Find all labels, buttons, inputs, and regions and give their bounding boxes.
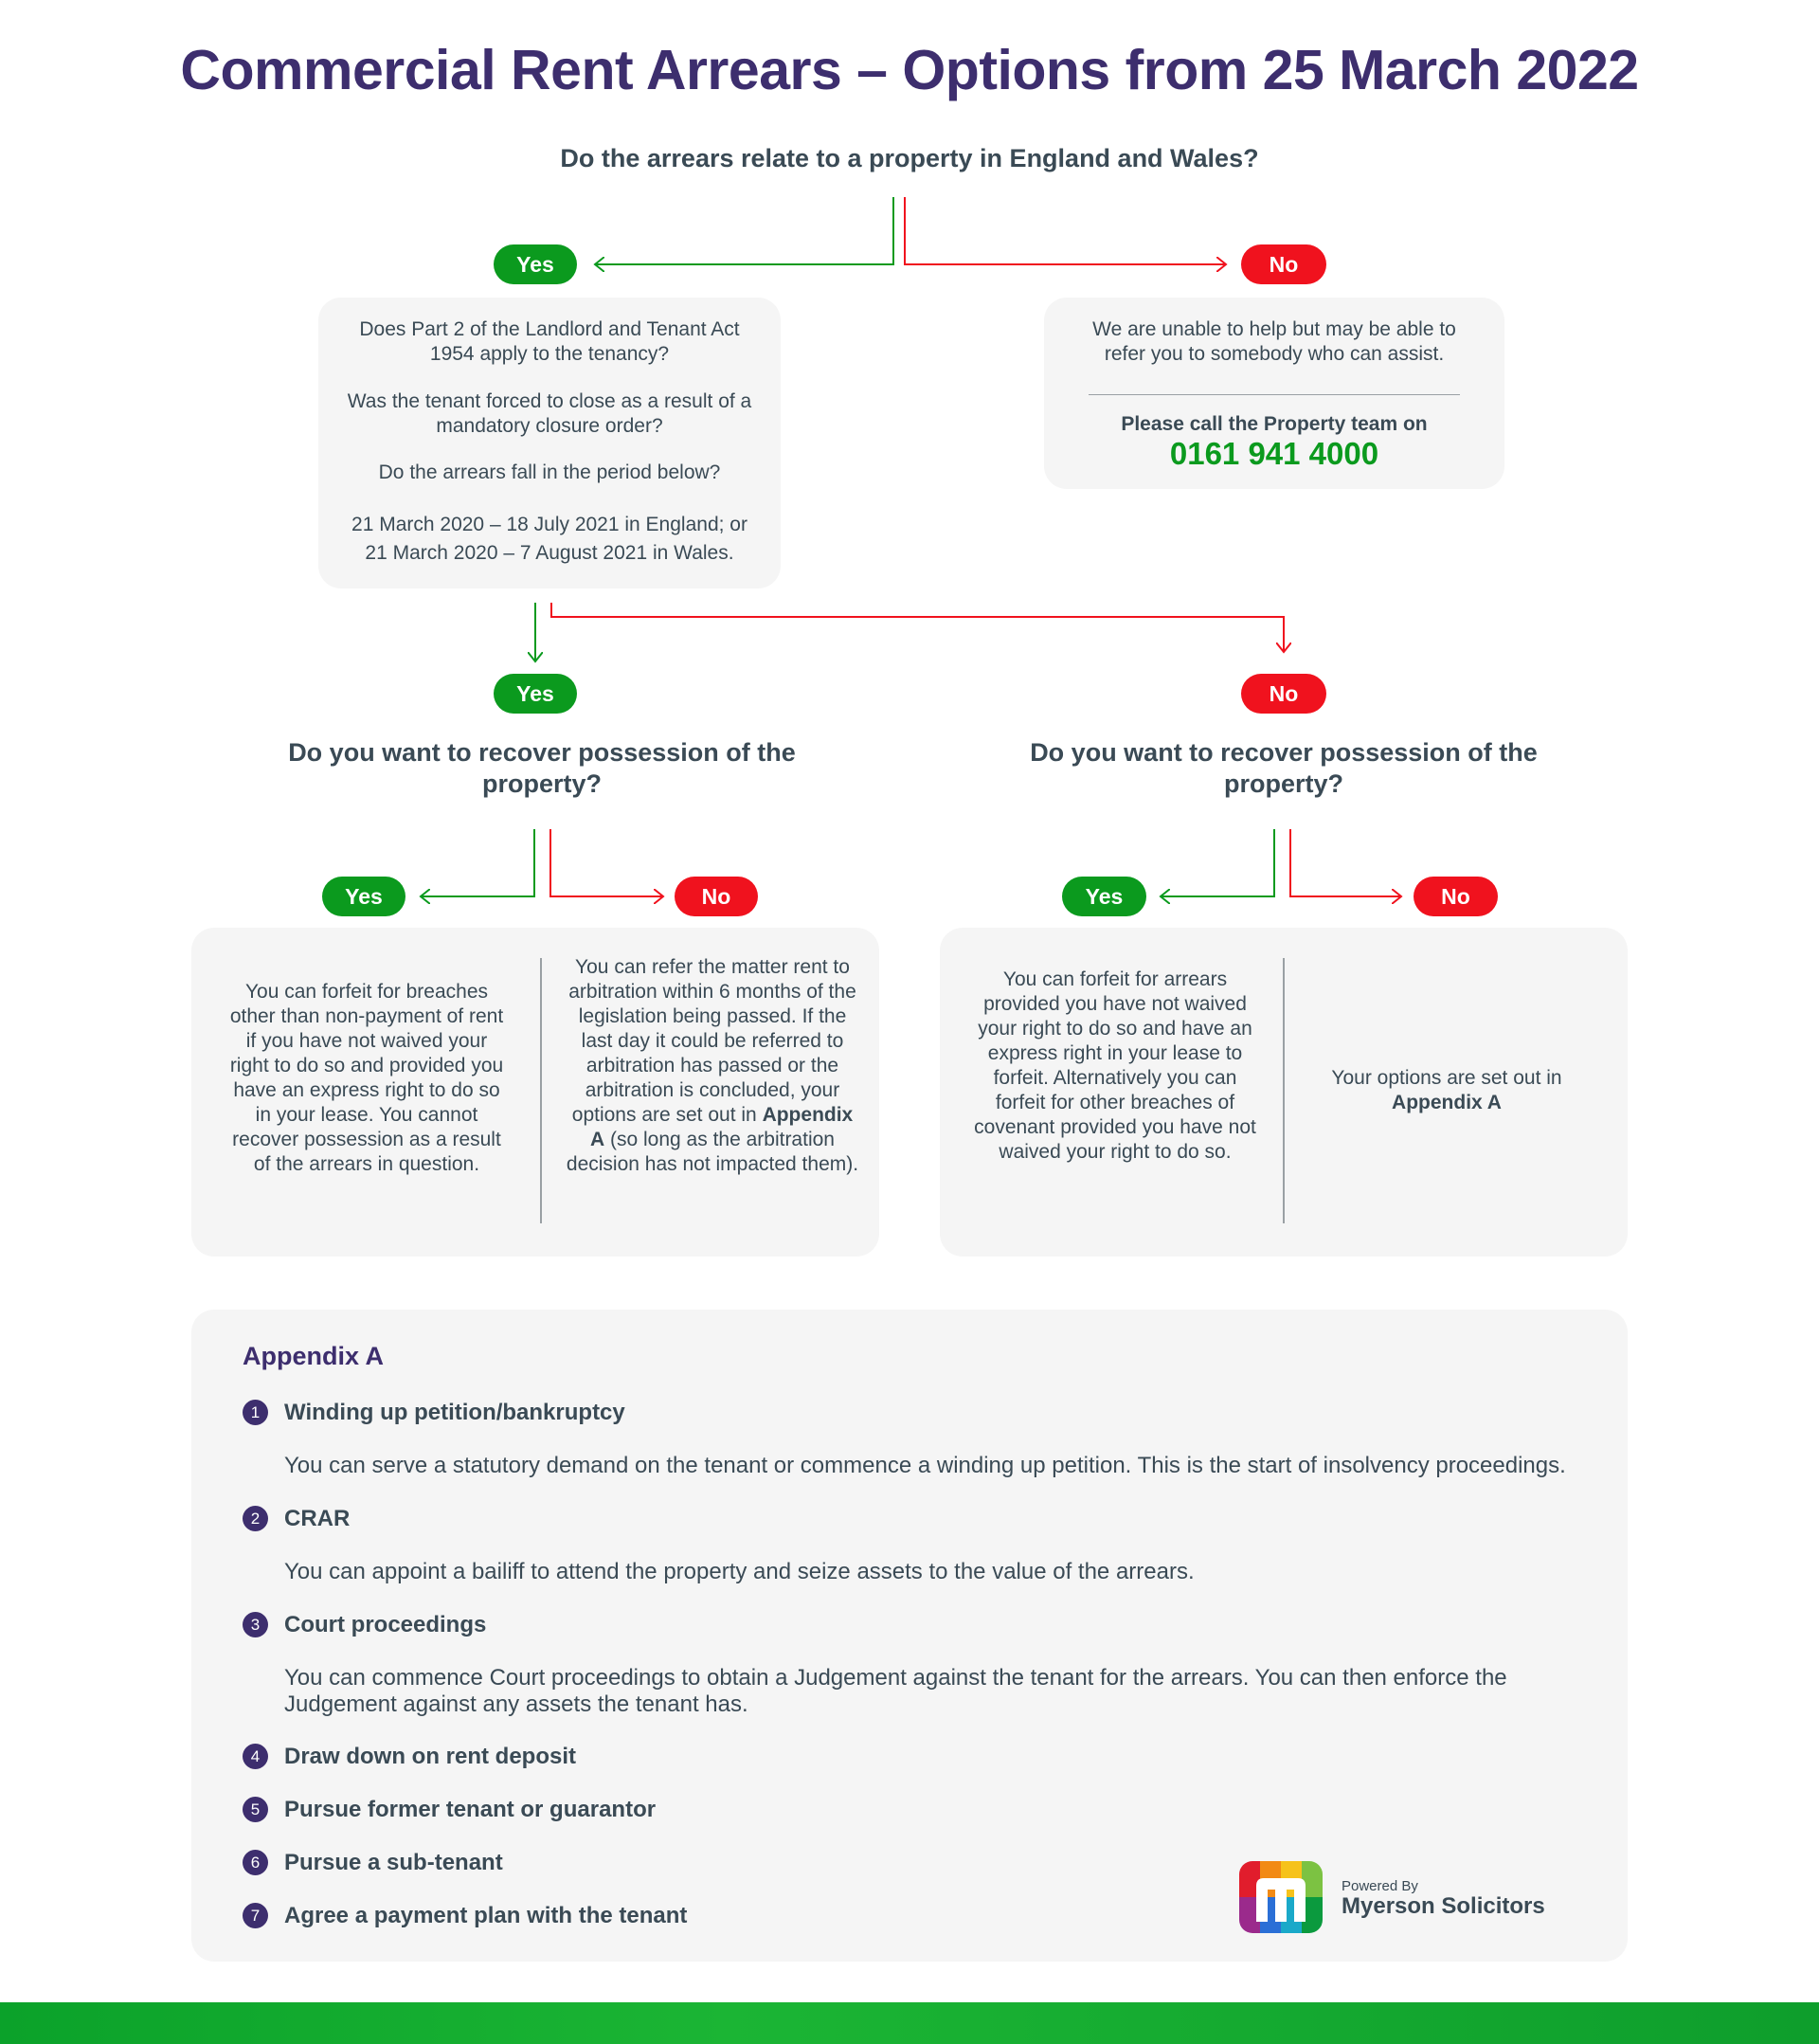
connector-right-yes <box>1161 829 1275 896</box>
box-outcomes-left: You can forfeit for breaches other than … <box>191 928 879 1257</box>
myerson-logo-icon <box>1239 1861 1323 1933</box>
outcome-left-no: You can refer the matter rent to arbitra… <box>566 955 859 1177</box>
call-property-team-text: Please call the Property team on <box>1121 413 1428 435</box>
question-possession-left: Do you want to recover possession of the… <box>288 738 796 798</box>
appendix-item-heading: CRAR <box>284 1506 351 1531</box>
connector-left-no <box>549 829 663 896</box>
appendix-title: Appendix A <box>243 1342 385 1370</box>
outcome-right-yes: You can forfeit for arrears provided you… <box>974 968 1256 1163</box>
appendix-a-reference: Appendix A <box>1392 1092 1502 1113</box>
pill-yes-part2: Yes <box>494 674 577 714</box>
appendix-item-heading: Pursue former tenant or guarantor <box>284 1797 657 1822</box>
box-part2-questions: Does Part 2 of the Landlord and Tenant A… <box>318 298 781 588</box>
appendix-item-heading: Pursue a sub-tenant <box>284 1850 503 1875</box>
part2-line3: Do the arrears fall in the period below? <box>378 461 721 483</box>
appendix-a-reference: Appendix A <box>590 1104 854 1150</box>
divider <box>1089 394 1460 395</box>
pill-yes-left-possession: Yes <box>322 877 405 916</box>
pill-yes-q1: Yes <box>494 244 577 284</box>
phone-number[interactable]: 0161 941 4000 <box>1169 436 1379 471</box>
connector-part2-no <box>550 603 1284 652</box>
pill-no-right-possession: No <box>1414 877 1498 916</box>
appendix-item-heading: Agree a payment plan with the tenant <box>284 1903 688 1928</box>
logo-company-name: Myerson Solicitors <box>1342 1893 1545 1919</box>
pill-no-q1: No <box>1241 244 1326 284</box>
appendix-item-number: 1 <box>243 1400 268 1425</box>
appendix-item-number: 3 <box>243 1612 268 1637</box>
appendix-item-number: 6 <box>243 1850 268 1875</box>
outcome-right-no: Your options are set out in Appendix A <box>1300 1066 1594 1115</box>
appendix-item-heading: Draw down on rent deposit <box>284 1744 577 1769</box>
appendix-item-body: You can serve a statutory demand on the … <box>284 1453 1566 1478</box>
divider <box>540 958 542 1223</box>
unable-to-help-text: We are unable to help but may be able to… <box>1092 318 1456 365</box>
part2-line1: Does Part 2 of the Landlord and Tenant A… <box>359 318 740 365</box>
outcome-right-no-text: Your options are set out in <box>1331 1067 1562 1089</box>
part2-period-england: 21 March 2020 – 18 July 2021 in England;… <box>351 514 747 535</box>
appendix-item-body: You can commence Court proceedings to ob… <box>284 1665 1507 1717</box>
part2-line2: Was the tenant forced to close as a resu… <box>347 390 752 437</box>
connector-left-yes <box>421 829 535 896</box>
part2-period-wales: 21 March 2020 – 7 August 2021 in Wales. <box>365 542 734 564</box>
divider <box>1283 958 1285 1223</box>
box-unable-to-help: We are unable to help but may be able to… <box>1044 298 1504 489</box>
page-title: Commercial Rent Arrears – Options from 2… <box>180 39 1639 101</box>
appendix-panel: Appendix A 1 Winding up petition/bankrup… <box>191 1310 1628 1962</box>
pill-no-left-possession: No <box>675 877 758 916</box>
appendix-item-heading: Court proceedings <box>284 1612 487 1637</box>
outcome-left-yes: You can forfeit for breaches other than … <box>229 981 504 1175</box>
connector-right-no <box>1289 829 1401 896</box>
pill-no-part2: No <box>1241 674 1326 714</box>
outcome-left-no-text-end: (so long as the arbitration decision has… <box>566 1129 859 1175</box>
logo-powered-by: Powered By <box>1342 1878 1418 1894</box>
appendix-item-number: 2 <box>243 1506 268 1531</box>
footer-bar <box>0 2002 1819 2044</box>
question-possession-right: Do you want to recover possession of the… <box>1030 738 1538 798</box>
appendix-item-heading: Winding up petition/bankruptcy <box>284 1400 625 1425</box>
appendix-item-body: You can appoint a bailiff to attend the … <box>284 1559 1195 1584</box>
question-england-wales: Do the arrears relate to a property in E… <box>560 144 1259 172</box>
appendix-item-number: 5 <box>243 1797 268 1822</box>
connector-q1-yes <box>595 197 894 264</box>
connector-q1-no <box>904 197 1226 264</box>
appendix-item-number: 7 <box>243 1903 268 1928</box>
box-outcomes-right: You can forfeit for arrears provided you… <box>940 928 1628 1257</box>
appendix-item-number: 4 <box>243 1744 268 1769</box>
outcome-left-no-text: You can refer the matter rent to arbitra… <box>568 956 856 1126</box>
pill-yes-right-possession: Yes <box>1062 877 1146 916</box>
